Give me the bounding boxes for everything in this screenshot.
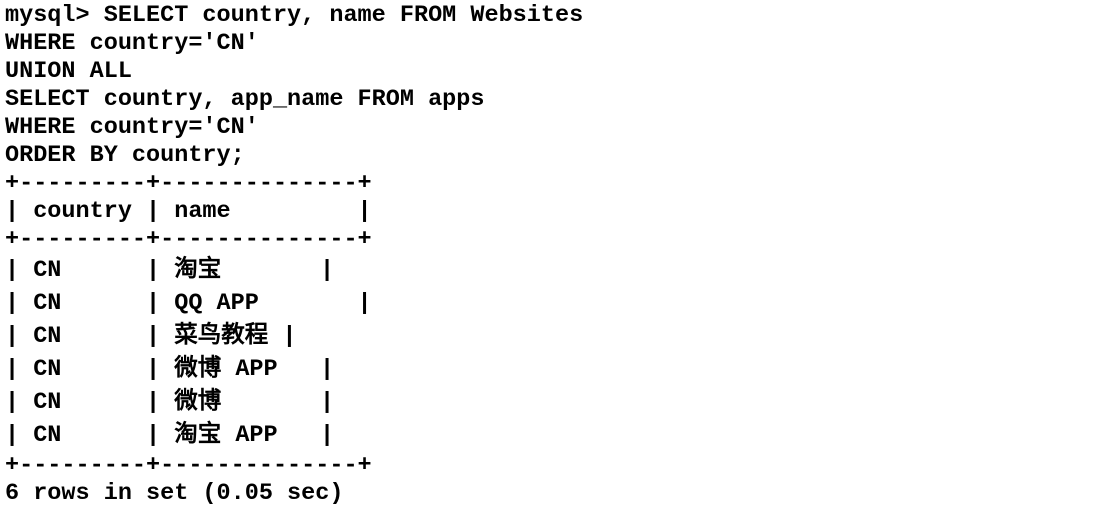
terminal-line-query: WHERE country='CN': [5, 114, 259, 141]
terminal-line-table-row: | CN | 淘宝 |: [5, 257, 335, 284]
terminal-line-query: WHERE country='CN': [5, 30, 259, 57]
terminal-line-table-row: | CN | 微博 APP |: [5, 356, 335, 383]
terminal-line-table-row: | CN | 淘宝 APP |: [5, 422, 335, 449]
terminal-line-query: UNION ALL: [5, 58, 132, 85]
terminal-line-query: SELECT country, app_name FROM apps: [5, 86, 485, 113]
terminal-line-table-row: | CN | QQ APP |: [5, 290, 372, 317]
terminal-line-table-border: +---------+--------------+: [5, 226, 372, 253]
terminal-line-table-border: +---------+--------------+: [5, 170, 372, 197]
terminal-line-table-row: | CN | 菜鸟教程 |: [5, 323, 297, 350]
terminal-line-query: ORDER BY country;: [5, 142, 245, 169]
terminal-line-query: mysql> SELECT country, name FROM Website…: [5, 2, 584, 29]
terminal-line-table-header: | country | name |: [5, 198, 372, 225]
terminal-line-status: 6 rows in set (0.05 sec): [5, 480, 344, 507]
terminal-line-table-border: +---------+--------------+: [5, 452, 372, 479]
terminal-line-table-row: | CN | 微博 |: [5, 389, 335, 416]
